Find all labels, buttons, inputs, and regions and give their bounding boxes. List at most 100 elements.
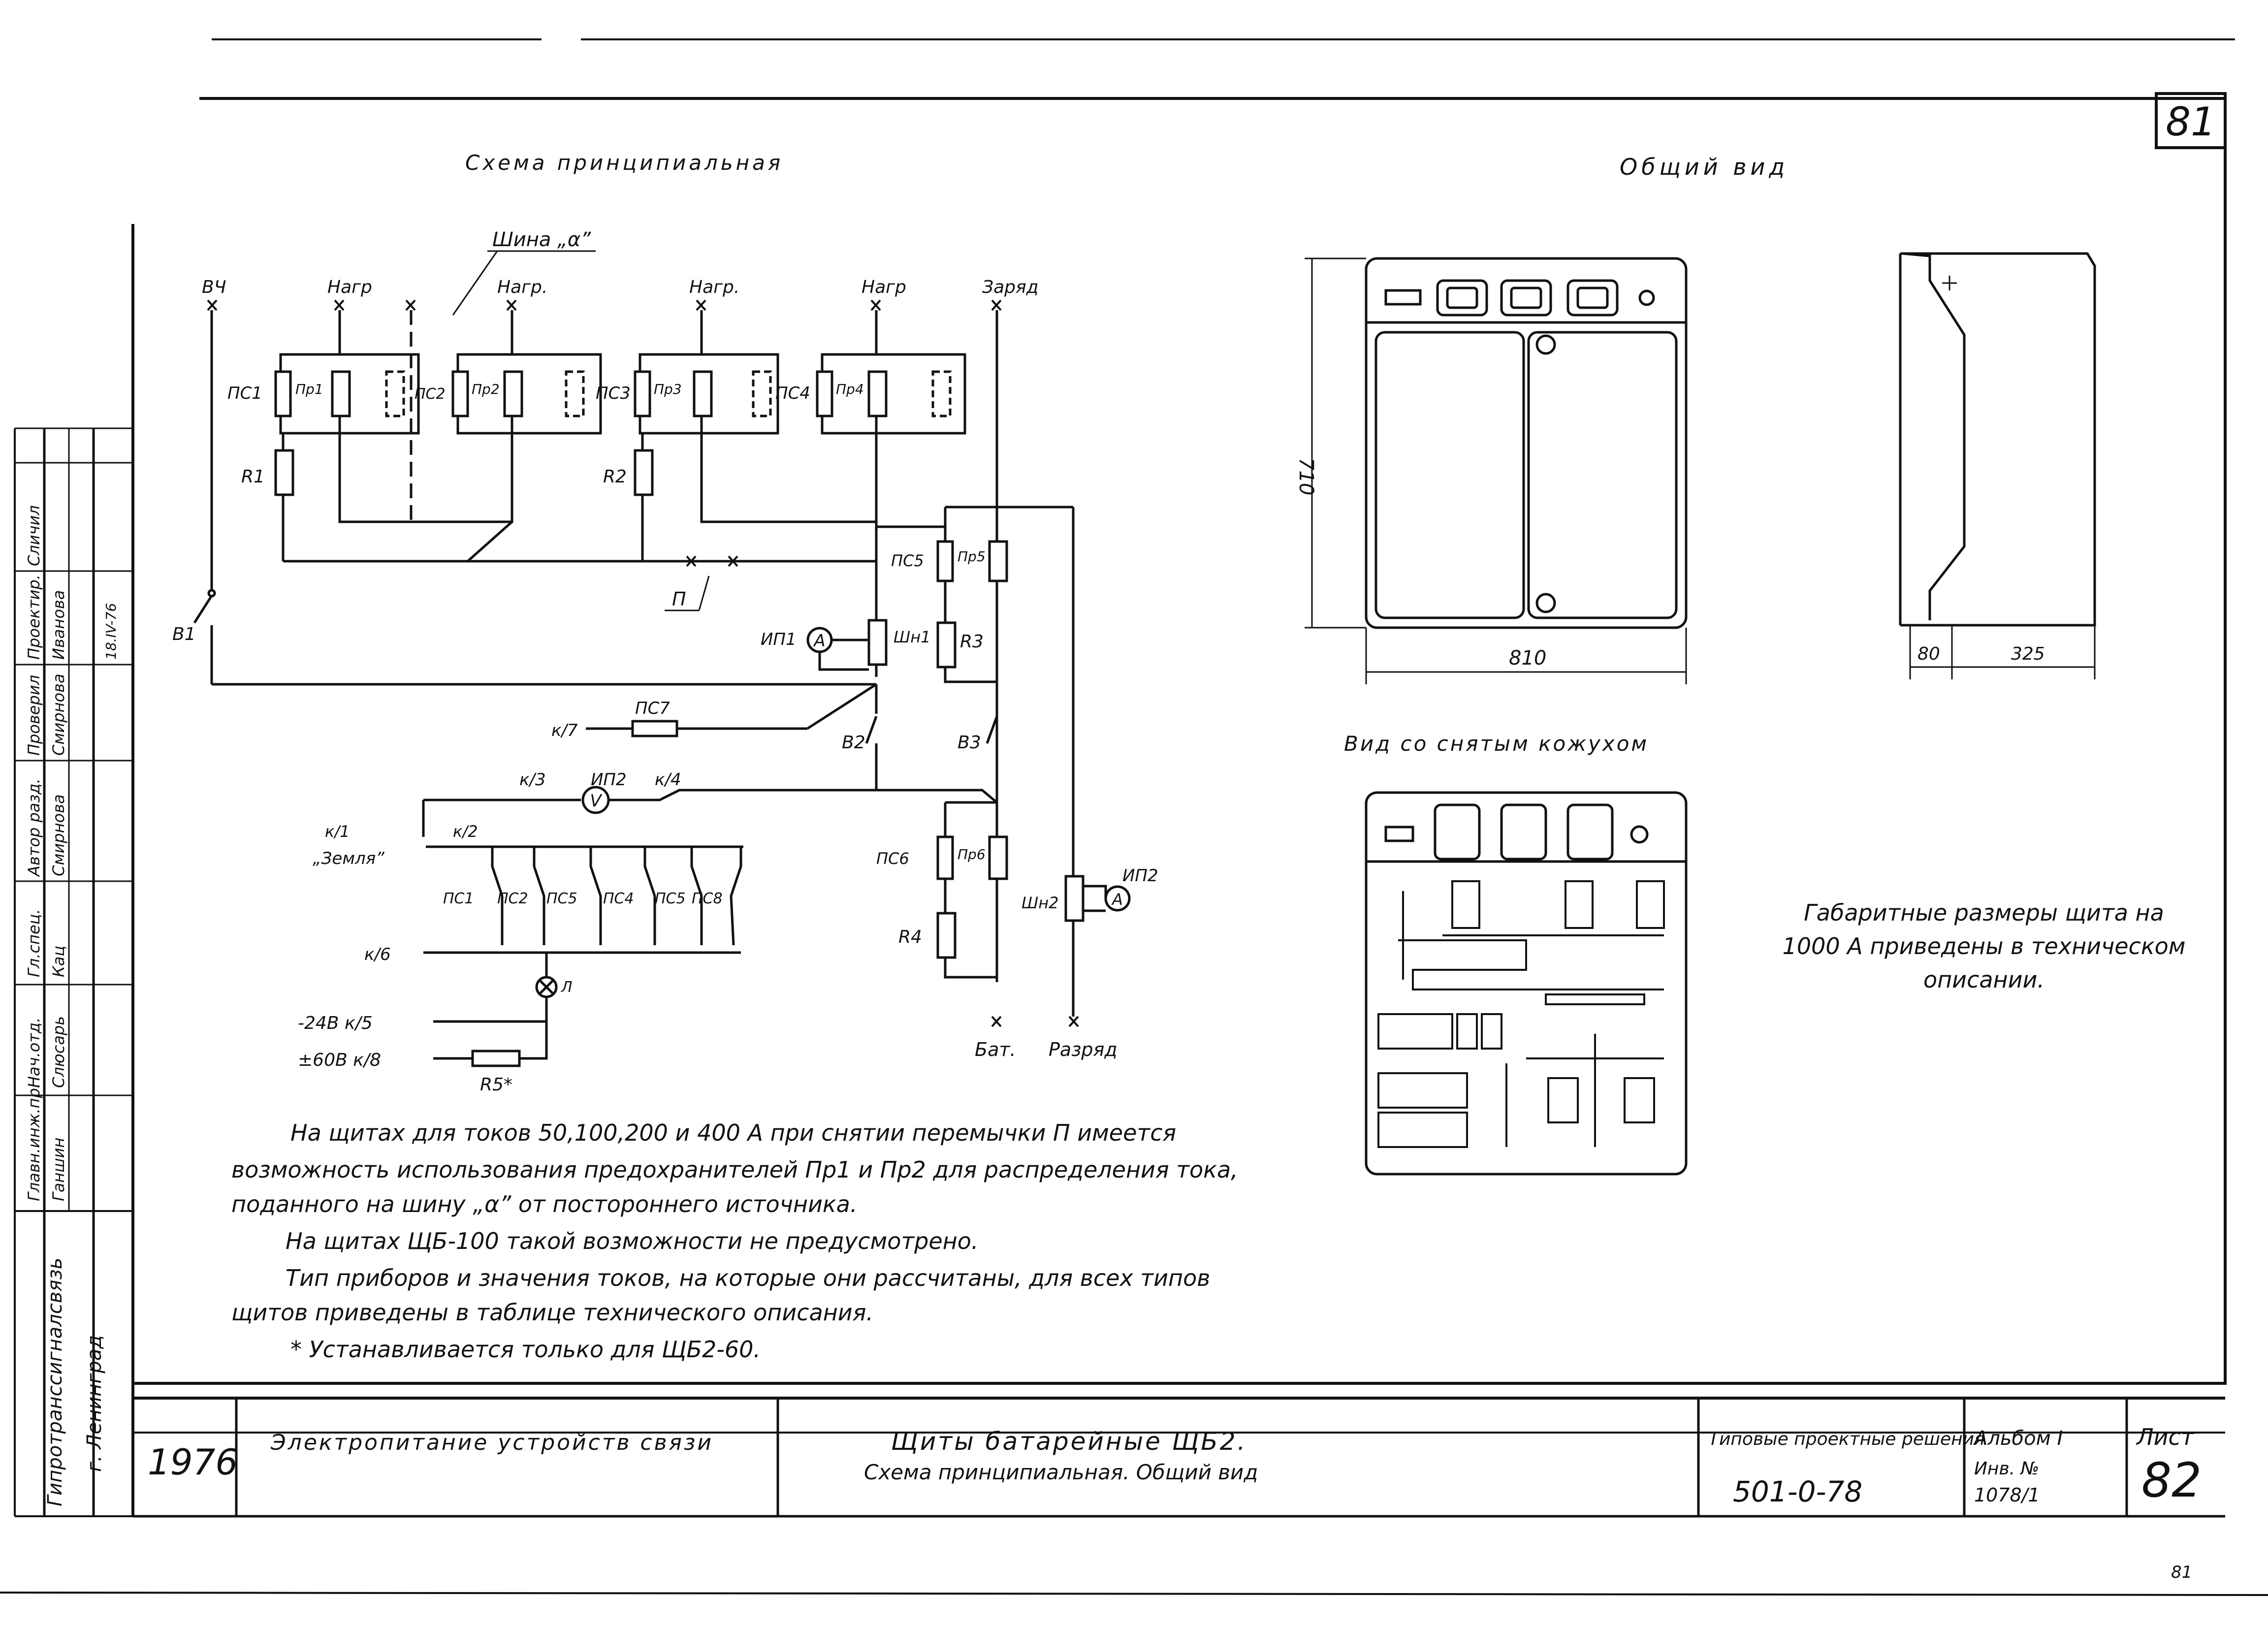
organization-city: г. Ленинград bbox=[83, 1335, 106, 1472]
tb-series-label: Типовые проектные решения bbox=[1708, 1429, 1985, 1449]
tb-series-number: 501-0-78 bbox=[1733, 1475, 1862, 1508]
label-ground: „Земля” bbox=[313, 849, 384, 868]
relay-ps7 bbox=[631, 720, 678, 737]
jumper-terminals bbox=[686, 555, 738, 567]
note-line-4: На щитах ЩБ-100 такой возможности не пре… bbox=[286, 1228, 979, 1254]
terminal-vch: ВЧ bbox=[202, 277, 226, 297]
resistor-r1 bbox=[274, 449, 294, 496]
gabarit-note: Габаритные размеры щита на 1000 А привед… bbox=[1782, 899, 2186, 993]
label-pr4: Пр4 bbox=[836, 381, 864, 397]
signoff-name-2: Слюсарь bbox=[49, 1016, 68, 1088]
front-indicator bbox=[1384, 289, 1422, 306]
door-lock-top bbox=[1535, 334, 1556, 355]
signoff-name-5: Смирнова bbox=[49, 673, 68, 756]
label-k7: к/7 bbox=[551, 721, 578, 740]
note-line-2: возможность использования предохранителе… bbox=[231, 1156, 1238, 1183]
terminal-zaryad: Заряд bbox=[982, 277, 1039, 297]
label-k2: к/2 bbox=[453, 822, 478, 841]
resistor-r5 bbox=[471, 1050, 521, 1067]
note-line-5: Тип приборов и значения токов, на которы… bbox=[286, 1265, 1211, 1291]
front-door-left bbox=[1374, 331, 1525, 619]
label-jumper: П bbox=[672, 588, 686, 610]
tb-section: Электропитание устройств связи bbox=[270, 1430, 713, 1455]
shunt-shn2 bbox=[1064, 875, 1085, 922]
label-ps7: ПС7 bbox=[635, 699, 670, 718]
resistor-r2 bbox=[634, 449, 654, 496]
cabinet-uncovered bbox=[1365, 791, 1688, 1176]
top-terminal-marks bbox=[207, 299, 1002, 311]
relay-label-5: ПС5 bbox=[655, 890, 686, 907]
ammeter-ip1-symbol: A bbox=[813, 631, 825, 651]
wire-load-1 bbox=[338, 416, 513, 523]
shunt-shn1 bbox=[867, 619, 888, 666]
relay-ps6 bbox=[936, 835, 954, 880]
inner-components bbox=[1377, 880, 1665, 1148]
signoff-name-1: Ганшин bbox=[49, 1138, 68, 1201]
dim-side-a: 80 bbox=[1917, 644, 1940, 664]
label-k4: к/4 bbox=[655, 770, 681, 790]
label-r1: R1 bbox=[241, 467, 265, 487]
organization: Гипротранссигналсвязь bbox=[44, 1258, 66, 1506]
label-k1: к/1 bbox=[325, 822, 350, 841]
general-view-title: Общий вид bbox=[1620, 154, 1789, 180]
label-ps6: ПС6 bbox=[876, 849, 909, 868]
tb-drawing-subtitle: Схема принципиальная. Общий вид bbox=[864, 1460, 1258, 1484]
tb-inv-label: Инв. № bbox=[1974, 1459, 2039, 1479]
resistor-r4 bbox=[936, 912, 957, 959]
relay-label-1: ПС1 bbox=[443, 890, 474, 907]
schematic-title: Схема принципиальная bbox=[465, 151, 783, 175]
label-k3: к/3 bbox=[519, 770, 546, 790]
tb-sheet-number: 82 bbox=[2141, 1453, 2202, 1508]
relay-label-4: ПС4 bbox=[603, 890, 634, 907]
label-k6: к/6 bbox=[364, 945, 391, 964]
ammeter-ip2-symbol: A bbox=[1111, 890, 1123, 909]
tb-sheet-label: Лист bbox=[2136, 1424, 2195, 1450]
tb-year: 1976 bbox=[148, 1441, 238, 1483]
terminal-bat: Бат. bbox=[975, 1039, 1016, 1060]
label-pr3: Пр3 bbox=[654, 381, 682, 397]
switch-b1 bbox=[193, 595, 213, 624]
signoff-role-3: Гл.спец. bbox=[25, 909, 43, 977]
label-k8: ±60В к/8 bbox=[298, 1050, 381, 1070]
signoff-role-1: Главн.инж.пр. bbox=[25, 1083, 43, 1201]
corner-number-box bbox=[2155, 92, 2227, 149]
cabinet-front bbox=[1365, 257, 1688, 629]
frame-border bbox=[133, 97, 2227, 1385]
switch-b3 bbox=[986, 716, 998, 744]
switch-b2 bbox=[865, 716, 878, 744]
cabinet-side bbox=[1900, 252, 2096, 627]
tb-inv-number: 1078/1 bbox=[1974, 1484, 2040, 1506]
signoff-name-4: Смирнова bbox=[49, 794, 68, 876]
front-knob bbox=[1638, 289, 1655, 306]
dim-width: 810 bbox=[1509, 647, 1546, 670]
cabinet-side-profile bbox=[1902, 252, 1966, 620]
fuse-elements bbox=[274, 370, 952, 417]
relay-label-2: ПС2 bbox=[497, 890, 528, 907]
label-ip2-right: ИП2 bbox=[1122, 866, 1158, 886]
label-shn1: Шн1 bbox=[894, 628, 931, 646]
wire-r1-return bbox=[283, 521, 513, 563]
front-meter-1 bbox=[1436, 279, 1488, 317]
front-door-right bbox=[1527, 331, 1678, 619]
voltmeter-symbol: V bbox=[590, 791, 603, 811]
label-shn2: Шн2 bbox=[1022, 894, 1059, 912]
bus-label: Шина „α” bbox=[492, 228, 591, 251]
signoff-name-3: Кац bbox=[49, 946, 68, 977]
label-ip1: ИП1 bbox=[761, 630, 797, 649]
door-lock-bottom bbox=[1535, 593, 1556, 613]
label-pr1: Пр1 bbox=[295, 381, 323, 397]
terminal-nagr-4: Нагр bbox=[862, 277, 906, 297]
inner-meter-3 bbox=[1566, 803, 1614, 861]
terminal-razryad: Разряд bbox=[1049, 1039, 1118, 1060]
fuse-pr5 bbox=[988, 540, 1008, 582]
dim-height: 710 bbox=[1295, 458, 1317, 495]
label-r2: R2 bbox=[603, 467, 627, 487]
corner-number: 81 bbox=[2166, 99, 2216, 145]
relay-ps5 bbox=[936, 540, 954, 582]
signoff-role-2: Нач.отд. bbox=[25, 1018, 43, 1088]
front-meter-2 bbox=[1500, 279, 1552, 317]
bus-leader bbox=[452, 251, 498, 316]
label-pr2: Пр2 bbox=[472, 381, 500, 397]
